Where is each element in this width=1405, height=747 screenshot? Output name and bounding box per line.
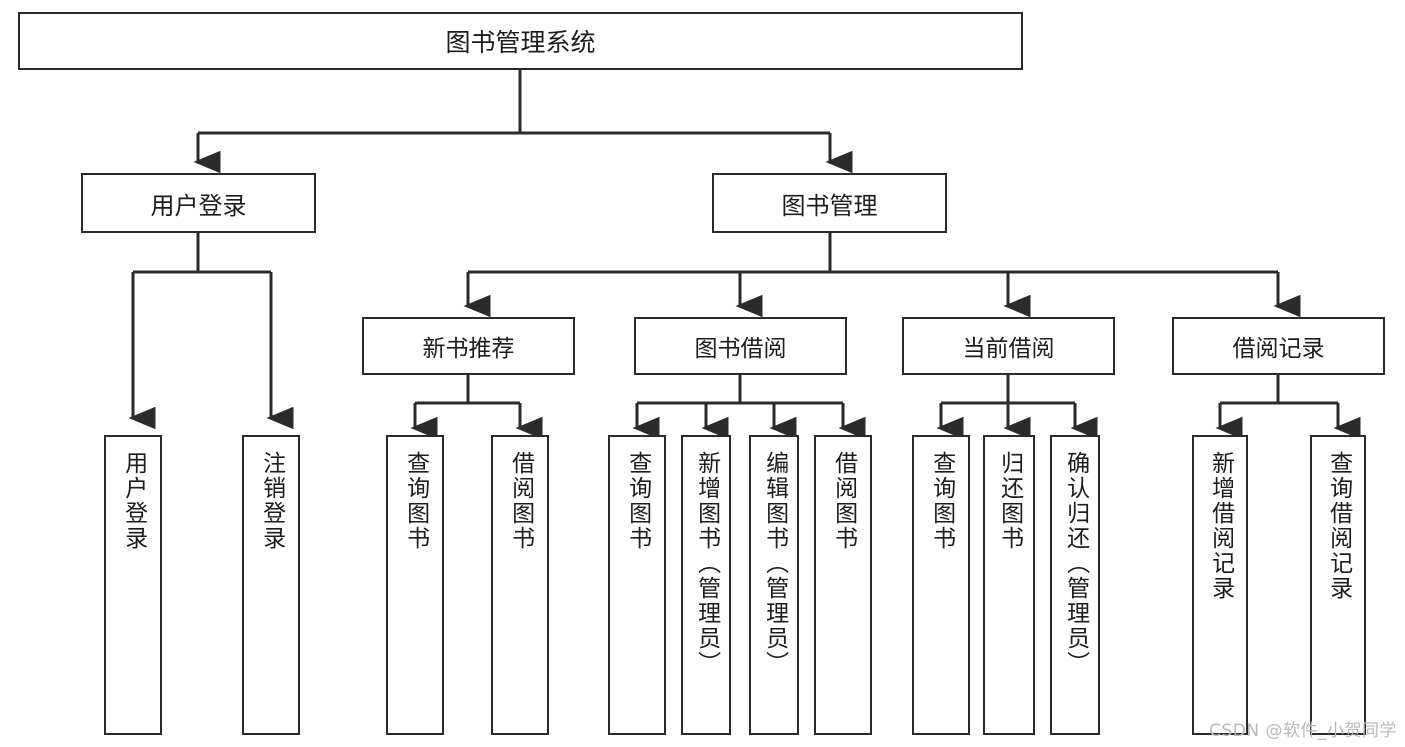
node-book-management[interactable]: 图书管理: [712, 173, 947, 233]
node-label: 借阅图书: [507, 451, 534, 551]
leaf-borrow-query-book[interactable]: 查询图书: [608, 435, 666, 735]
leaf-borrow-add-book[interactable]: 新增图书（管理员）: [681, 435, 731, 735]
leaf-current-confirm-return[interactable]: 确认归还（管理员）: [1050, 435, 1100, 735]
leaf-record-query[interactable]: 查询借阅记录: [1310, 435, 1366, 735]
node-borrow-record[interactable]: 借阅记录: [1172, 317, 1385, 375]
node-label: 当前借阅: [962, 336, 1055, 362]
node-label: 新书推荐: [422, 336, 515, 362]
node-label: 借阅记录: [1232, 336, 1325, 362]
leaf-user-login-signin[interactable]: 用户登录: [104, 435, 162, 735]
node-user-login[interactable]: 用户登录: [81, 173, 316, 233]
leaf-record-add[interactable]: 新增借阅记录: [1192, 435, 1248, 735]
leaf-new-book-borrow[interactable]: 借阅图书: [491, 435, 549, 735]
csdn-watermark: CSDN @软件_小贺同学: [1209, 721, 1397, 741]
node-label: 图书管理系统: [445, 28, 596, 57]
node-label: 借阅图书: [830, 451, 857, 551]
node-label: 新增借阅记录: [1207, 451, 1234, 601]
node-root-system[interactable]: 图书管理系统: [18, 12, 1023, 70]
node-label: 图书管理: [781, 191, 878, 220]
node-label: 图书借阅: [694, 336, 787, 362]
node-label: 查询图书: [624, 451, 651, 551]
node-new-book-recommend[interactable]: 新书推荐: [362, 317, 575, 375]
node-label: 查询图书: [402, 451, 429, 551]
node-current-borrow[interactable]: 当前借阅: [902, 317, 1115, 375]
leaf-borrow-borrow-book[interactable]: 借阅图书: [814, 435, 872, 735]
node-label: 归还图书: [996, 451, 1023, 551]
node-label: 查询图书: [928, 451, 955, 551]
node-book-borrow[interactable]: 图书借阅: [634, 317, 847, 375]
node-label: 用户登录: [150, 191, 247, 220]
node-label: 查询借阅记录: [1325, 451, 1352, 601]
node-label: 注销登录: [258, 451, 285, 551]
node-label: 用户登录: [120, 451, 147, 551]
node-label: 确认归还（管理员）: [1062, 451, 1089, 676]
leaf-user-login-signout[interactable]: 注销登录: [242, 435, 300, 735]
leaf-current-return-book[interactable]: 归还图书: [983, 435, 1035, 735]
node-label: 编辑图书（管理员）: [761, 451, 788, 676]
node-label: 新增图书（管理员）: [693, 451, 720, 676]
leaf-new-book-query[interactable]: 查询图书: [386, 435, 444, 735]
leaf-borrow-edit-book[interactable]: 编辑图书（管理员）: [749, 435, 799, 735]
leaf-current-query-book[interactable]: 查询图书: [912, 435, 970, 735]
